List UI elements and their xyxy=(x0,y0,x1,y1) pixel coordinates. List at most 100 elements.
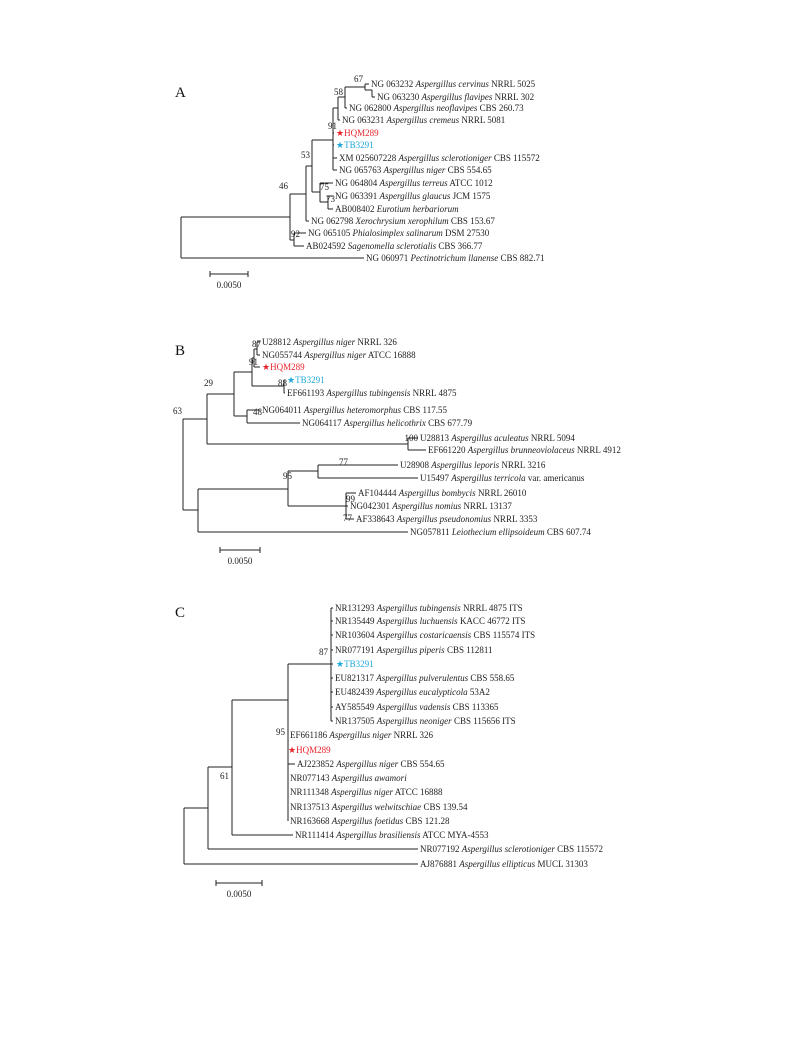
tip-accession: AY585549 xyxy=(335,702,376,712)
tip-species: Aspergillus niger xyxy=(335,759,398,769)
tip-accession: NR111348 xyxy=(290,787,331,797)
tip-species: Aspergillus welwitschiae xyxy=(331,802,421,812)
tip-strain: NRRL 326 xyxy=(391,730,433,740)
bootstrap-value: 67 xyxy=(354,74,364,84)
tip-strain: ATCC 1012 xyxy=(448,178,493,188)
bootstrap-value: 63 xyxy=(173,406,183,416)
tip-strain: CBS 113365 xyxy=(450,702,499,712)
tip-accession: AF104444 xyxy=(358,488,399,498)
bootstrap-value: 77 xyxy=(343,513,353,523)
tip-strain: CBS 260.73 xyxy=(477,103,524,113)
tip-accession: NG 065763 xyxy=(339,165,384,175)
tip-strain: NRRL 5025 xyxy=(489,79,536,89)
tip-species: Aspergillus cervinus xyxy=(415,79,490,89)
tip-accession: NR131293 xyxy=(335,603,377,613)
tip-accession: NG 062800 xyxy=(349,103,394,113)
bootstrap-value: 77 xyxy=(339,457,349,467)
tip-strain: CBS 115574 ITS xyxy=(471,630,535,640)
bootstrap-value: 46 xyxy=(279,181,289,191)
tip-strain: CBS 153.67 xyxy=(449,216,496,226)
tip-label: U28908 Aspergillus leporis NRRL 3216 xyxy=(400,460,546,470)
tip-label-highlight: ★TB3291 xyxy=(336,140,374,150)
tip-accession: NG 063391 xyxy=(335,191,380,201)
tip-species: Aspergillus niger xyxy=(330,787,393,797)
tip-strain: CBS 366.77 xyxy=(436,241,483,251)
tip-species: Aspergillus helicothrix xyxy=(343,418,426,428)
tip-species: Leiothecium ellipsoideum xyxy=(451,527,545,537)
tip-label-highlight: ★HQM289 xyxy=(288,745,331,755)
tip-label-highlight: ★TB3291 xyxy=(287,375,325,385)
tip-accession: NR103604 xyxy=(335,630,377,640)
tip-species: Aspergillus leporis xyxy=(430,460,499,470)
tip-accession: NG 064804 xyxy=(335,178,380,188)
scale-label: 0.0050 xyxy=(228,556,253,566)
tip-label: EF661186 Aspergillus niger NRRL 326 xyxy=(290,730,434,740)
tip-label: NR137505 Aspergillus neoniger CBS 115656… xyxy=(335,716,516,726)
star-marker-icon: ★ xyxy=(336,140,344,150)
tip-species: Aspergillus niger xyxy=(303,350,366,360)
isolate-accession: HQM289 xyxy=(270,362,305,372)
tip-species: Aspergillus terricola xyxy=(450,473,526,483)
tip-strain: NRRL 3216 xyxy=(499,460,546,470)
tip-label: AY585549 Aspergillus vadensis CBS 113365 xyxy=(335,702,499,712)
tip-strain: CBS 554.65 xyxy=(398,759,445,769)
star-marker-icon: ★ xyxy=(287,375,295,385)
tip-strain: CBS 139.54 xyxy=(421,802,468,812)
tip-species: Aspergillus neoniger xyxy=(376,716,452,726)
tip-label: NG 063230 Aspergillus flavipes NRRL 302 xyxy=(377,92,534,102)
tip-accession: NG042301 xyxy=(350,501,392,511)
tip-label: NR111348 Aspergillus niger ATCC 16888 xyxy=(290,787,443,797)
tip-label: AF338643 Aspergillus pseudonomius NRRL 3… xyxy=(356,514,538,524)
tip-label: AJ876881 Aspergillus ellipticus MUCL 313… xyxy=(420,859,588,869)
tip-accession: U28908 xyxy=(400,460,431,470)
tip-strain: NRRL 26010 xyxy=(476,488,527,498)
bootstrap-value: 87 xyxy=(319,647,329,657)
tip-label: NG055744 Aspergillus niger ATCC 16888 xyxy=(262,350,416,360)
tip-accession: NR135449 xyxy=(335,616,377,626)
bootstrap-value: 99 xyxy=(346,494,356,504)
bootstrap-value: 100 xyxy=(405,433,419,443)
tip-strain: DSM 27530 xyxy=(443,228,490,238)
tip-species: Aspergillus sclerotioniger xyxy=(398,153,493,163)
tip-species: Aspergillus eucalypticola xyxy=(375,687,468,697)
tip-species: Xerochrysium xerophilum xyxy=(355,216,450,226)
tip-label: EU821317 Aspergillus pulverulentus CBS 5… xyxy=(335,673,515,683)
tip-accession: NG055744 xyxy=(262,350,304,360)
bootstrap-value: 95 xyxy=(283,471,293,481)
tip-species: Phialosimplex salinarum xyxy=(352,228,444,238)
star-marker-icon: ★ xyxy=(288,745,296,755)
tip-label: NG 062798 Xerochrysium xerophilum CBS 15… xyxy=(311,216,495,226)
tip-species: Aspergillus pseudonomius xyxy=(396,514,492,524)
tip-species: Aspergillus niger xyxy=(383,165,446,175)
tip-strain: NRRL 326 xyxy=(355,337,397,347)
tip-species: Aspergillus neoflavipes xyxy=(393,103,478,113)
star-marker-icon: ★ xyxy=(336,128,344,138)
tip-strain: ATCC 16888 xyxy=(366,350,416,360)
panel-label: B xyxy=(175,343,185,359)
tip-label: NG057811 Leiothecium ellipsoideum CBS 60… xyxy=(410,527,591,537)
bootstrap-value: 91 xyxy=(328,121,337,131)
tip-species: Aspergillus niger xyxy=(328,730,391,740)
tip-species: Sagenomella sclerotialis xyxy=(348,241,437,251)
tip-label: NG042301 Aspergillus nomius NRRL 13137 xyxy=(350,501,512,511)
tip-strain: 53A2 xyxy=(468,687,490,697)
tip-accession: NG057811 xyxy=(410,527,452,537)
tip-accession: NG064011 xyxy=(262,405,304,415)
tip-label: NR077192 Aspergillus sclerotioniger CBS … xyxy=(420,844,603,854)
tip-label: EF661193 Aspergillus tubingensis NRRL 48… xyxy=(287,388,457,398)
tip-label: U28813 Aspergillus aculeatus NRRL 5094 xyxy=(420,433,575,443)
tip-strain: CBS 115656 ITS xyxy=(452,716,516,726)
tip-species: Aspergillus tubingensis xyxy=(325,388,410,398)
tip-strain: CBS 117.55 xyxy=(401,405,447,415)
tip-label: NR077191 Aspergillus piperis CBS 112811 xyxy=(335,645,493,655)
tip-species: Aspergillus niger xyxy=(292,337,355,347)
tip-species: Aspergillus brasiliensis xyxy=(335,830,421,840)
scale-label: 0.0050 xyxy=(217,280,242,290)
tip-species: Aspergillus vadensis xyxy=(375,702,450,712)
tip-label: NR135449 Aspergillus luchuensis KACC 467… xyxy=(335,616,525,626)
tip-species: Aspergillus piperis xyxy=(376,645,445,655)
bootstrap-value: 73 xyxy=(326,194,336,204)
tip-strain: NRRL 4912 xyxy=(575,445,621,455)
